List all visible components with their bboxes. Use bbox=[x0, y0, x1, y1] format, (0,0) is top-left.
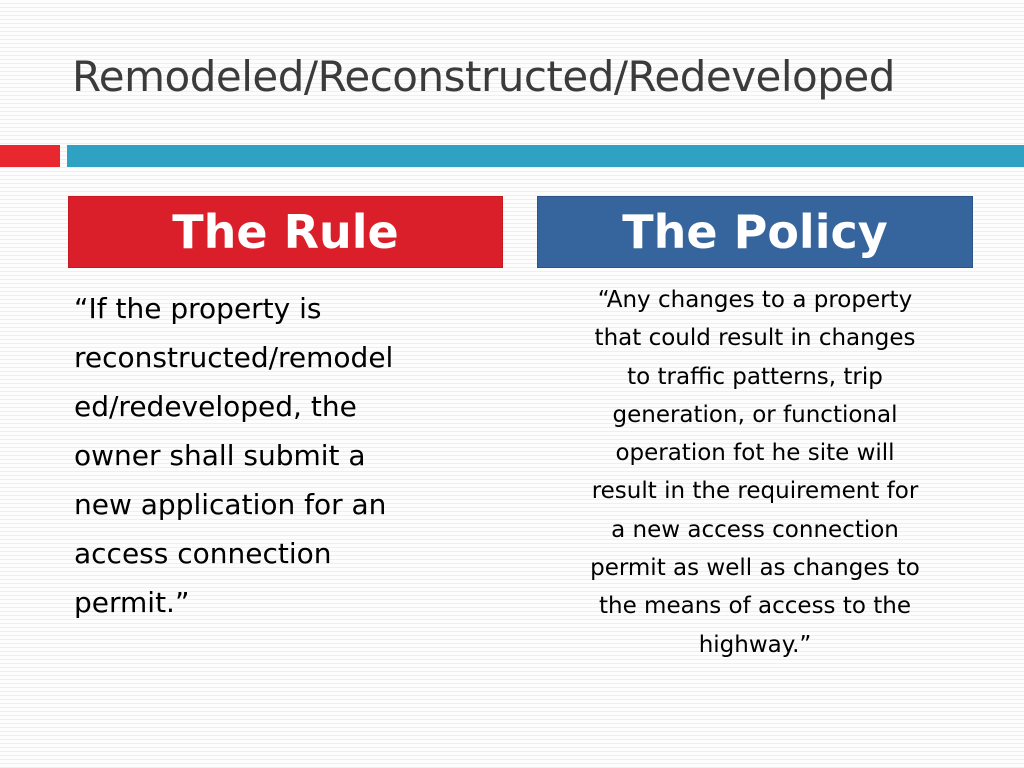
policy-quote-line: that could result in changes bbox=[594, 325, 916, 352]
policy-quote-line: operation fot he site will bbox=[615, 440, 895, 467]
slide-title: Remodeled/Reconstructed/Redeveloped bbox=[72, 52, 895, 101]
policy-quote-line: “Any changes to a property bbox=[597, 287, 913, 313]
policy-quote-line: the means of access to the bbox=[598, 593, 912, 620]
accent-bar-blue bbox=[67, 145, 1024, 167]
policy-quote: “Any changes to a property that could re… bbox=[548, 281, 962, 664]
rule-quote: “If the property is reconstructed/remode… bbox=[74, 284, 494, 627]
rule-quote-line: ed/redeveloped, the bbox=[74, 390, 357, 423]
rule-quote-line: access connection bbox=[74, 537, 332, 570]
rule-quote-line: permit.” bbox=[74, 586, 190, 619]
policy-quote-line: highway.” bbox=[698, 631, 812, 658]
policy-quote-line: a new access connection bbox=[611, 516, 899, 543]
rule-quote-line: “If the property is bbox=[74, 292, 322, 325]
rule-quote-line: reconstructed/remodel bbox=[74, 341, 394, 374]
rule-header: The Rule bbox=[68, 196, 503, 268]
accent-bar-red bbox=[0, 145, 60, 167]
policy-header: The Policy bbox=[537, 196, 973, 268]
rule-quote-line: owner shall submit a bbox=[74, 439, 366, 472]
policy-quote-line: to traffic patterns, trip bbox=[627, 363, 883, 390]
policy-quote-line: result in the requirement for bbox=[591, 478, 919, 505]
policy-quote-line: permit as well as changes to bbox=[590, 555, 920, 582]
rule-quote-line: new application for an bbox=[74, 488, 387, 521]
policy-quote-line: generation, or functional bbox=[612, 401, 898, 428]
